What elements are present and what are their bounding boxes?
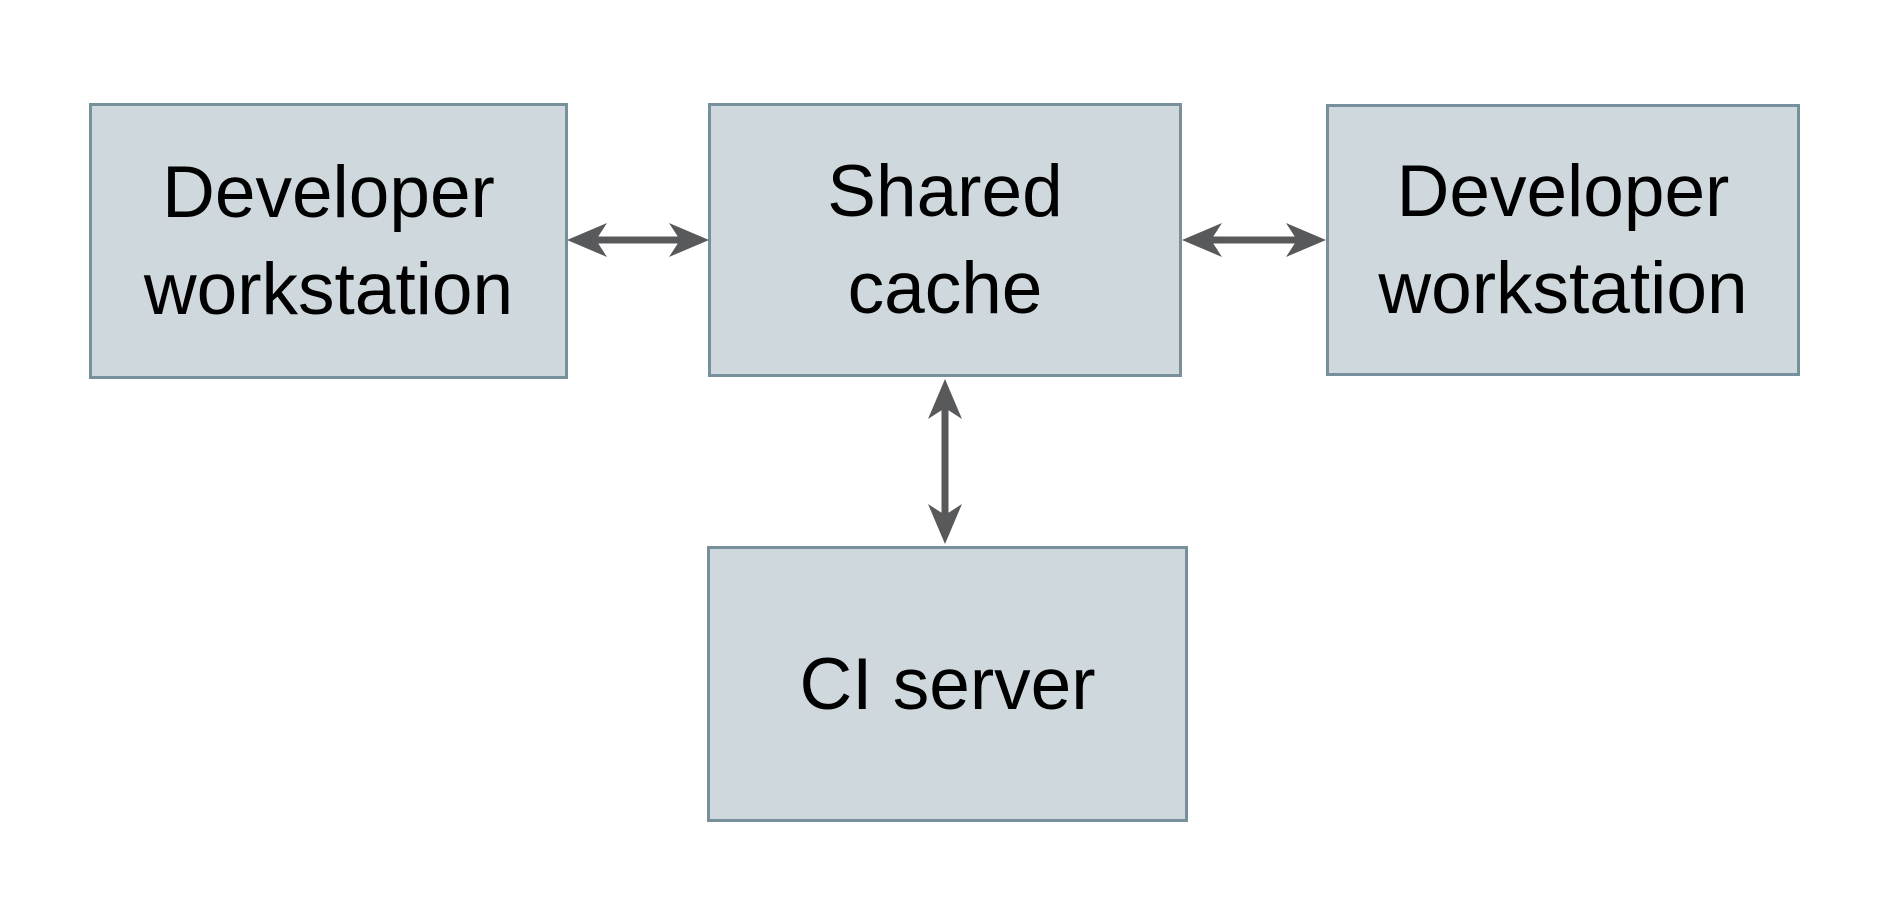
node-label-line: Shared	[827, 151, 1063, 232]
arrow-devleft-cache-bidirectional-icon	[567, 223, 709, 257]
node-ci-server: CI server	[707, 546, 1188, 822]
node-label-line: Developer	[162, 152, 495, 233]
node-label-line: CI server	[799, 643, 1096, 725]
arrow-cache-ciserver-bidirectional-icon	[928, 379, 962, 544]
node-label-line: workstation	[1378, 248, 1748, 329]
node-developer-workstation-right-label: Developer workstation	[1378, 143, 1747, 337]
node-developer-workstation-right: Developer workstation	[1326, 104, 1800, 376]
node-label-line: cache	[847, 248, 1043, 329]
node-developer-workstation-left-label: Developer workstation	[144, 144, 513, 338]
node-shared-cache-label: Shared cache	[827, 143, 1062, 337]
node-ci-server-label: CI server	[799, 636, 1095, 733]
node-label-line: workstation	[143, 249, 514, 330]
node-label-line: Developer	[1396, 151, 1730, 232]
node-shared-cache: Shared cache	[708, 103, 1182, 377]
arrow-cache-devright-bidirectional-icon	[1182, 223, 1326, 257]
node-developer-workstation-left: Developer workstation	[89, 103, 568, 379]
